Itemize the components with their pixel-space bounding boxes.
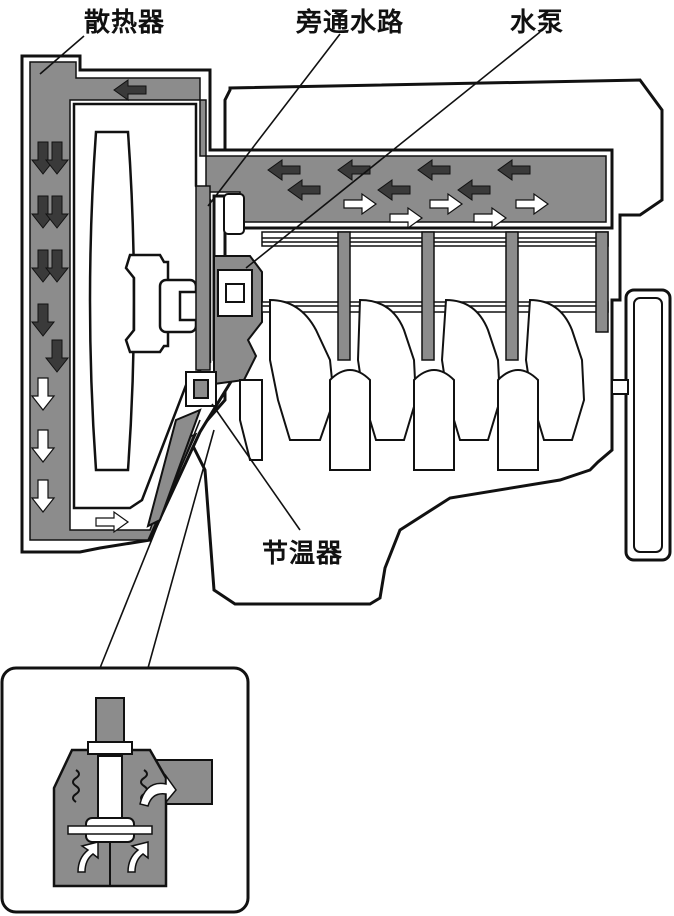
water-jacket — [261, 231, 609, 361]
thermostat — [146, 371, 217, 528]
flow-arrow-icon — [30, 79, 531, 373]
thermostat-detail-inset — [0, 666, 250, 914]
flow-arrow-icon — [30, 192, 550, 534]
radiator-label: 散热器 — [84, 8, 166, 38]
flywheel — [611, 288, 672, 562]
bypass-passage — [195, 185, 245, 371]
water-pump-label: 水泵 — [510, 8, 565, 38]
leader-lines — [39, 31, 541, 669]
thermostat-label: 节温器 — [262, 539, 344, 569]
water-pump — [213, 255, 263, 386]
bypass-passage-label: 旁通水路 — [296, 8, 405, 38]
pistons — [239, 298, 586, 471]
